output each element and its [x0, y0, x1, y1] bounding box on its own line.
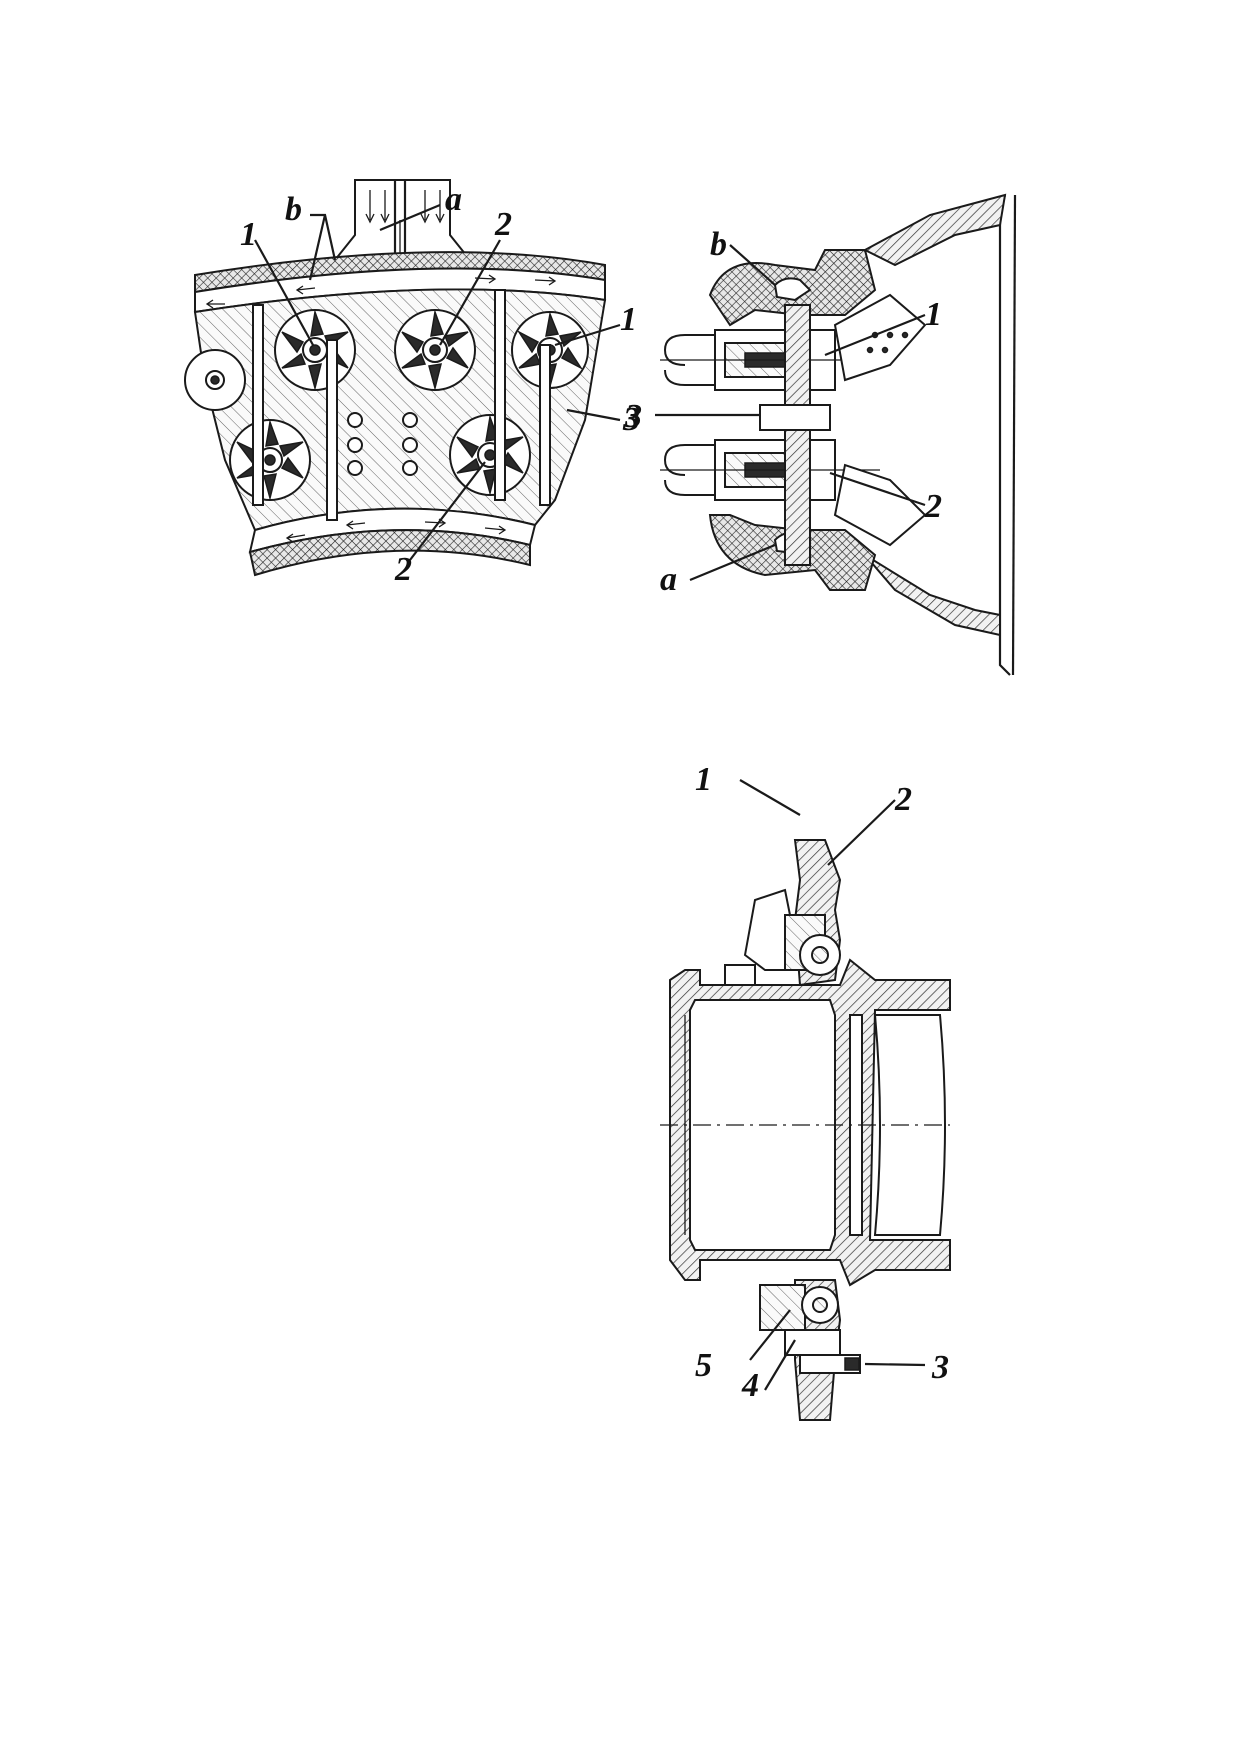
label-2: 2	[924, 488, 942, 525]
diffuser-upper	[833, 293, 927, 382]
label-2: 2	[894, 781, 912, 818]
grease-nipple	[844, 1357, 860, 1371]
label-1: 1	[925, 296, 942, 333]
upper-cavity-b	[773, 277, 812, 302]
frame-right-edge	[998, 194, 1011, 676]
label-1-left: 1	[240, 216, 257, 253]
bore-step	[873, 1014, 946, 1236]
label-1: 1	[695, 761, 712, 798]
label-1-right: 1	[620, 301, 637, 338]
label-2-top: 2	[494, 206, 512, 243]
blade-assembly-section-figure: b a 1 2 1 3 2	[184, 179, 685, 640]
label-3: 3	[622, 401, 640, 438]
leader-lines-left	[254, 203, 621, 561]
label-b: b	[710, 226, 727, 263]
small-bolts	[347, 412, 418, 476]
label-a: a	[660, 561, 677, 598]
diffuser-lower	[833, 463, 927, 547]
frame-bottom-wall	[864, 554, 1001, 637]
side-section-drawing: b 1 3 2 a	[624, 193, 1017, 676]
frame-outer-edge	[1011, 194, 1017, 676]
label-2-bottom: 2	[394, 551, 412, 588]
lower-cylinder	[660, 439, 880, 501]
hub-bearing-drawing: 1 2 3 4 5	[660, 761, 951, 1421]
side-section-figure: b 1 3 2 a	[624, 193, 1035, 676]
tie-rods	[252, 289, 551, 521]
leader-lines-bottom	[739, 779, 926, 1391]
label-4: 4	[741, 1367, 759, 1404]
blade-assembly-drawing: b a 1 2 1 3 2	[184, 179, 640, 588]
label-3: 3	[624, 398, 642, 435]
hub-bearing-section-figure: 1 2 3 4 5	[660, 761, 1105, 1421]
leader-lines-right	[655, 244, 926, 582]
lower-seal-block	[759, 1284, 806, 1331]
label-a: a	[445, 181, 462, 218]
label-b: b	[285, 191, 302, 228]
label-3: 3	[931, 1349, 949, 1386]
central-column	[784, 304, 811, 566]
frame-top-wall	[862, 193, 1007, 267]
outer-shroud-bottom	[248, 529, 531, 577]
middle-block	[759, 404, 831, 431]
vane-disks	[184, 309, 589, 501]
label-5: 5	[695, 1347, 712, 1384]
